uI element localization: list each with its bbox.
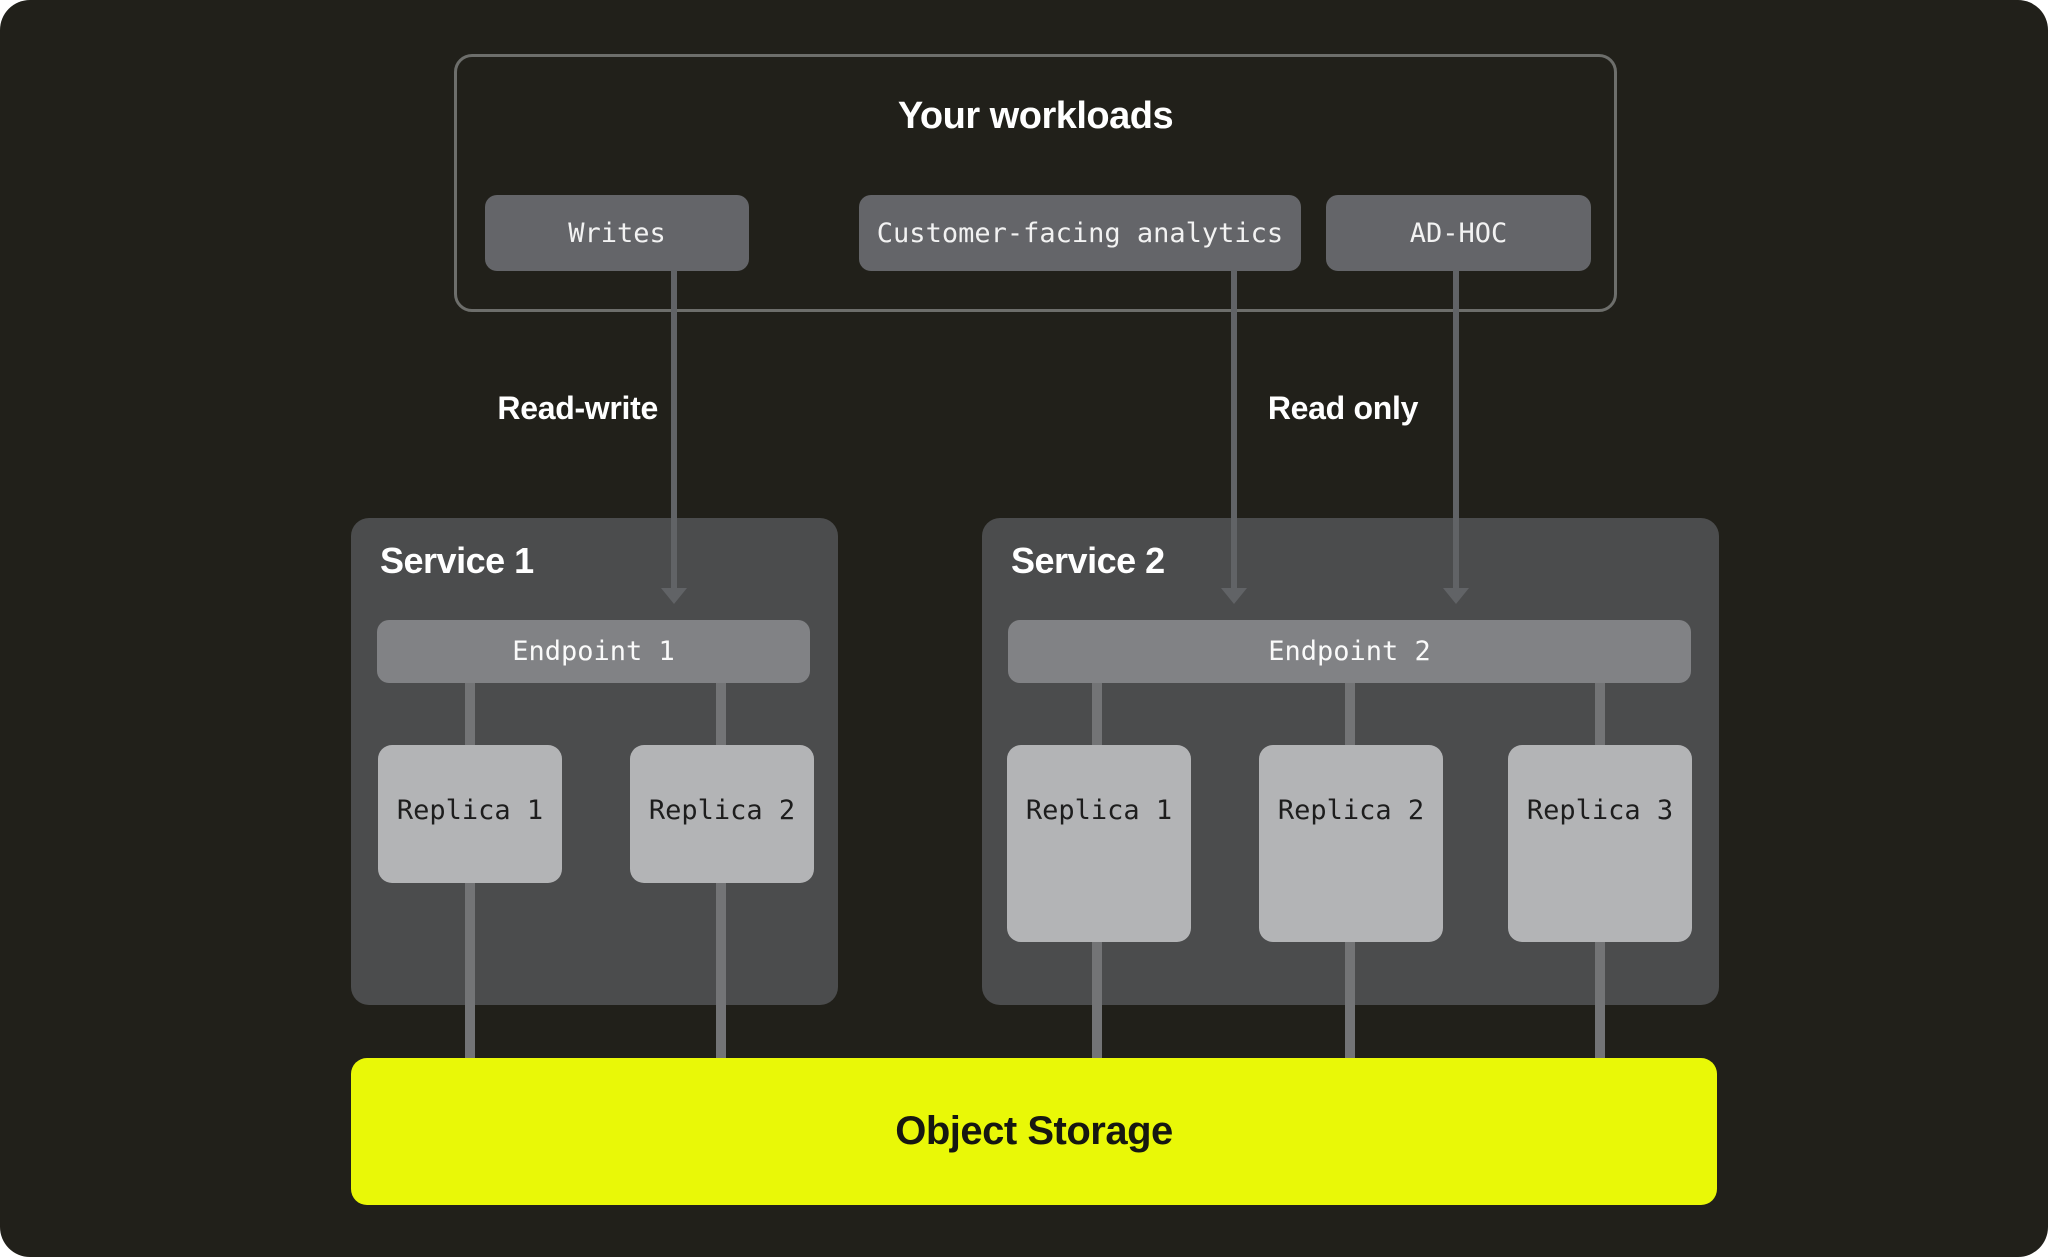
read-write-label: Read-write [497,390,658,426]
service-2-title: Service 2 [1011,540,1165,581]
service-1-replica-2: Replica 2 [630,745,814,883]
service-1-panel: Service 1 Endpoint 1 Replica 1 Replica 2 [351,518,838,1058]
service-2-panel: Service 2 Endpoint 2 Replica 1 Replica 2… [982,518,1719,1058]
service-2-replica-1: Replica 1 [1007,745,1191,942]
arrow-head-icon [1443,588,1469,604]
object-storage-bar: Object Storage [351,1058,1717,1205]
workloads-title: Your workloads [897,95,1174,137]
read-only-label: Read only [1267,390,1419,426]
service-2-replica-3: Replica 3 [1508,745,1692,942]
service-1-title: Service 1 [380,540,534,581]
arrow-shaft [1231,270,1237,588]
service-1-endpoint: Endpoint 1 [377,620,810,683]
workload-node-customer-facing-analytics: Customer-facing analytics [859,195,1301,271]
workloads-frame: Your workloads Writes Customer-facing an… [454,54,1617,312]
arrow-shaft [671,270,677,588]
arrow-head-icon [1221,588,1247,604]
service-2-replica-2: Replica 2 [1259,745,1443,942]
workload-node-writes: Writes [485,195,749,271]
service-2-endpoint: Endpoint 2 [1008,620,1691,683]
arrow-head-icon [661,588,687,604]
arrow-shaft [1453,270,1459,588]
workload-node-ad-hoc: AD-HOC [1326,195,1591,271]
service-1-replica-1: Replica 1 [378,745,562,883]
